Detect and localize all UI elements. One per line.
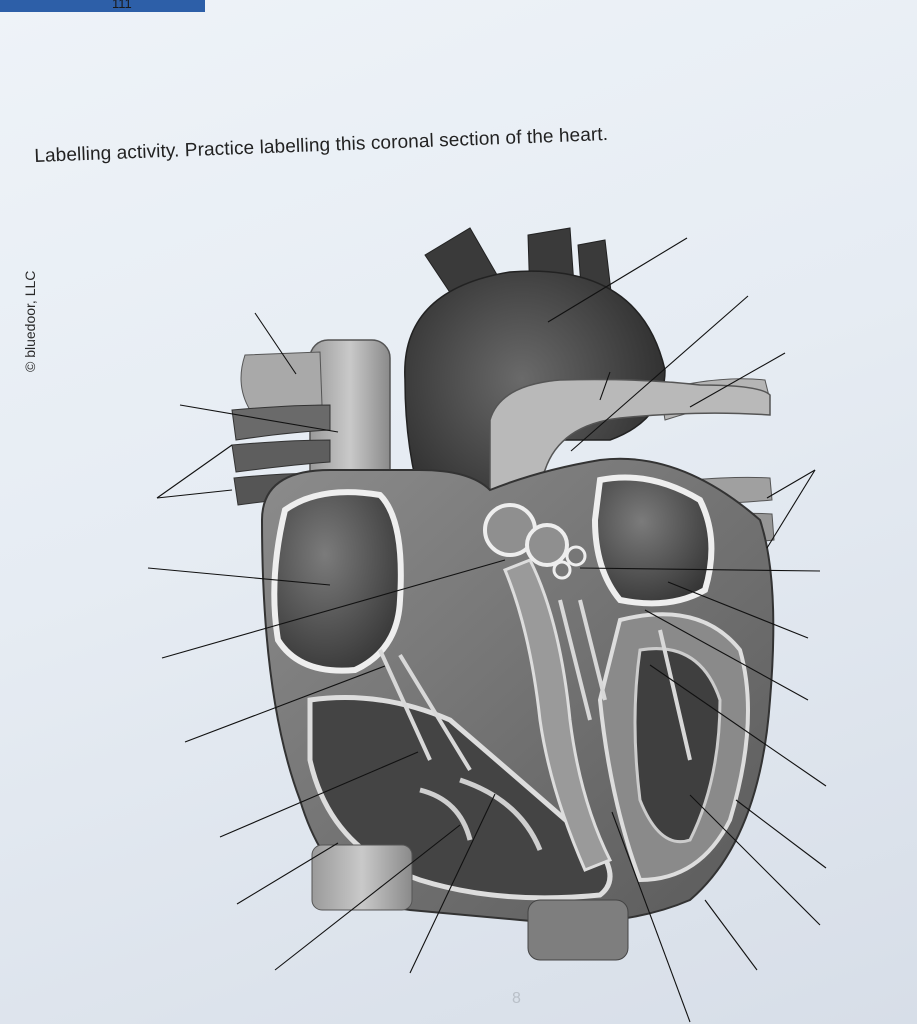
previous-page-mark: 111 [112, 0, 132, 11]
label-leader-lines [147, 237, 827, 1023]
leader-line [735, 799, 827, 869]
leader-line [689, 352, 786, 408]
leader-line [689, 794, 821, 926]
leader-line [599, 371, 611, 401]
leader-line [219, 751, 419, 838]
leader-line [547, 237, 688, 323]
leader-line [147, 567, 331, 586]
leader-line [667, 581, 809, 639]
leader-line [236, 842, 339, 905]
previous-page-edge: 111 [0, 0, 205, 12]
inferior-vena-cava [311, 844, 413, 911]
leader-line [179, 404, 339, 433]
leader-line [409, 793, 496, 974]
pulmonary-trunk [489, 378, 771, 521]
leader-line [649, 664, 827, 787]
leader-line [644, 609, 809, 701]
leader-line [766, 469, 816, 499]
descending-aorta [527, 899, 629, 961]
leader-line [184, 665, 386, 743]
leader-line [254, 312, 297, 375]
leader-line [570, 295, 749, 452]
leader-line [611, 811, 691, 1023]
leader-line [579, 567, 821, 572]
leader-line [161, 559, 506, 659]
leader-line [274, 824, 461, 971]
leader-line [766, 469, 816, 549]
page-number: 8 [512, 990, 521, 1007]
leader-line [156, 489, 233, 499]
heart-body [260, 457, 775, 924]
leader-line [156, 444, 233, 499]
leader-line [704, 899, 758, 971]
